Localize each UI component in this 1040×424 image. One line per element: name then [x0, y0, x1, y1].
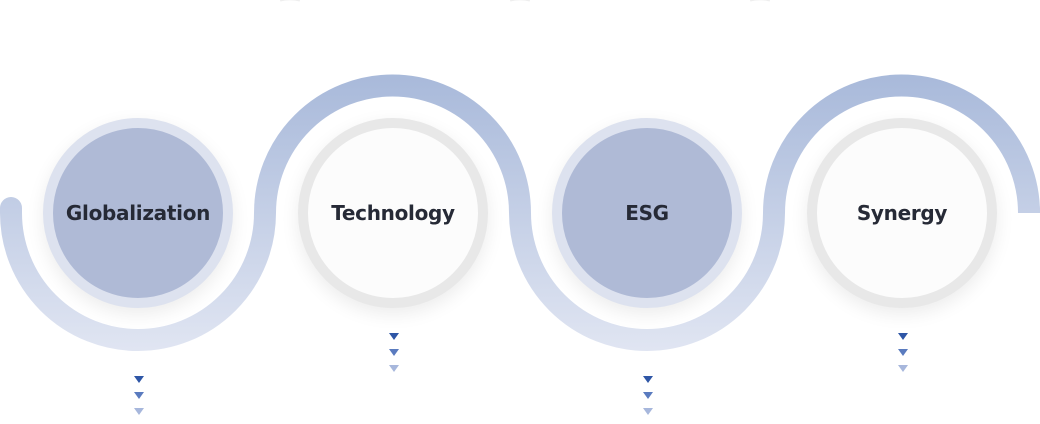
down-arrows-icon — [133, 376, 145, 424]
step-label: Globalization — [65, 201, 211, 225]
down-arrows-icon — [897, 333, 909, 381]
step-label: Technology — [331, 201, 455, 225]
step-esg: ESG — [552, 118, 742, 308]
wave-path — [0, 74, 1040, 351]
down-arrows-icon — [642, 376, 654, 424]
step-globalization: Globalization — [43, 118, 233, 308]
step-technology: Technology — [298, 118, 488, 308]
down-arrows-icon — [388, 333, 400, 381]
step-label: Synergy — [856, 201, 948, 225]
step-label: ESG — [625, 201, 669, 225]
step-synergy: Synergy — [807, 118, 997, 308]
